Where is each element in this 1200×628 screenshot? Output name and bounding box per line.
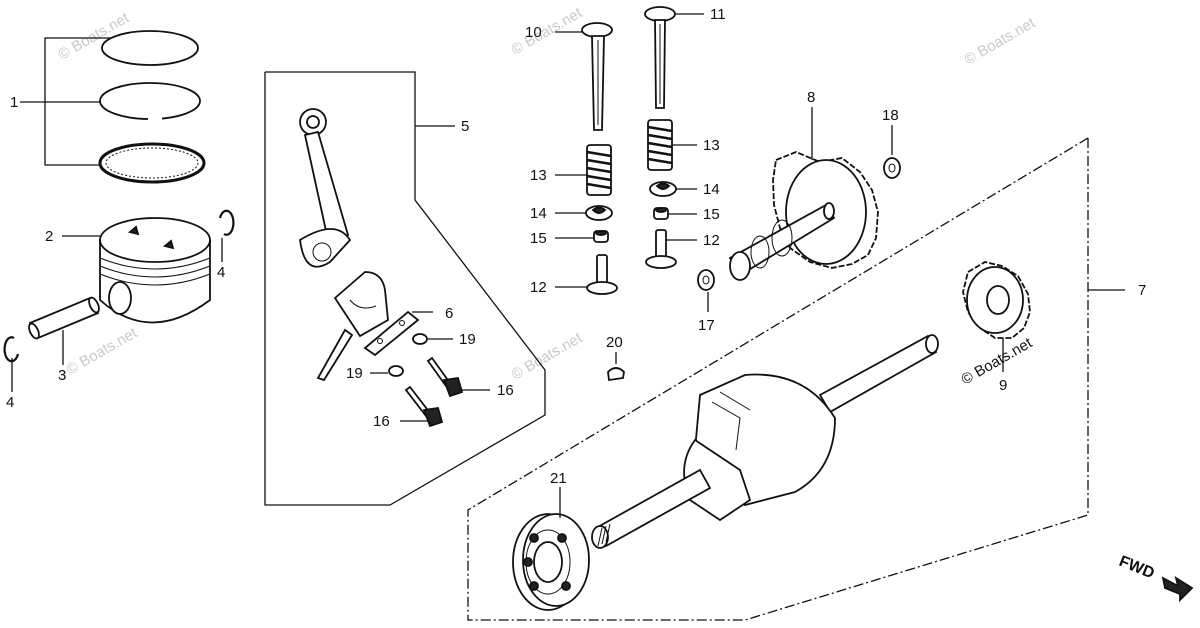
valve-collar-right (653, 207, 669, 220)
callout-19: 19 (459, 331, 476, 348)
callout-13: 13 (703, 137, 720, 154)
washer-19-upper (412, 333, 428, 345)
valve-collar-left (593, 230, 609, 243)
callout-16: 16 (497, 382, 514, 399)
callout-5: 5 (461, 118, 469, 135)
callout-18: 18 (882, 107, 899, 124)
callout-1: 1 (10, 94, 18, 111)
connecting-rod-cap (316, 271, 389, 382)
callout-12: 12 (530, 279, 547, 296)
callout-10: 10 (525, 24, 542, 41)
callout-4: 4 (217, 264, 225, 281)
callout-15: 15 (530, 230, 547, 247)
crankshaft-gear (962, 261, 1031, 339)
ball-bearing (512, 513, 590, 611)
callout-17: 17 (698, 317, 715, 334)
washer-19-lower (388, 365, 404, 377)
connecting-rod-panel-outline (264, 71, 546, 506)
fwd-label: FWD (1117, 553, 1157, 582)
valve-lifter-left (586, 254, 618, 295)
connecting-rod (299, 108, 352, 268)
piston-rings (98, 30, 206, 184)
callout-11: 11 (710, 6, 726, 23)
spring-retainer-left (585, 205, 613, 221)
valve-spring-right (647, 119, 673, 171)
piston (99, 217, 211, 324)
callout-6: 6 (445, 305, 453, 322)
woodruff-key (607, 367, 625, 382)
callout-13: 13 (530, 167, 547, 184)
watermark: © Boats.net (64, 324, 141, 378)
piston-pin-clip-left (3, 336, 20, 363)
callout-7: 7 (1138, 282, 1146, 299)
callout-15: 15 (703, 206, 720, 223)
crankshaft (591, 334, 939, 549)
callout-19: 19 (346, 365, 363, 382)
valve-lifter-right (645, 229, 677, 269)
exhaust-valve (644, 6, 676, 109)
intake-valve (581, 22, 613, 131)
callout-3: 3 (58, 367, 66, 384)
piston-pin (28, 296, 100, 340)
valve-spring-left (586, 144, 612, 196)
watermark: © Boats.net (962, 14, 1039, 68)
watermark: © Boats.net (959, 334, 1036, 388)
fwd-arrow-icon (1161, 576, 1194, 603)
callout-21: 21 (550, 470, 567, 487)
spring-retainer-right (649, 181, 677, 197)
rod-bolt-16-right (426, 356, 464, 398)
callout-14: 14 (530, 205, 547, 222)
callout-12: 12 (703, 232, 720, 249)
camshaft (728, 151, 879, 281)
watermark: © Boats.net (509, 4, 586, 58)
crankshaft-panel-outline (467, 137, 1089, 621)
callout-2: 2 (45, 228, 53, 245)
thrust-washer-18 (883, 157, 901, 179)
callout-20: 20 (606, 334, 623, 351)
callout-14: 14 (703, 181, 720, 198)
callout-4: 4 (6, 394, 14, 411)
thrust-washer-17 (697, 269, 715, 291)
rod-bolt-16-left (404, 385, 444, 428)
callout-16: 16 (373, 413, 390, 430)
callout-9: 9 (999, 377, 1007, 394)
forward-direction-indicator: FWD (1117, 553, 1194, 603)
callout-8: 8 (807, 89, 815, 106)
piston-pin-clip-right (218, 209, 235, 236)
lock-plate (363, 310, 420, 357)
